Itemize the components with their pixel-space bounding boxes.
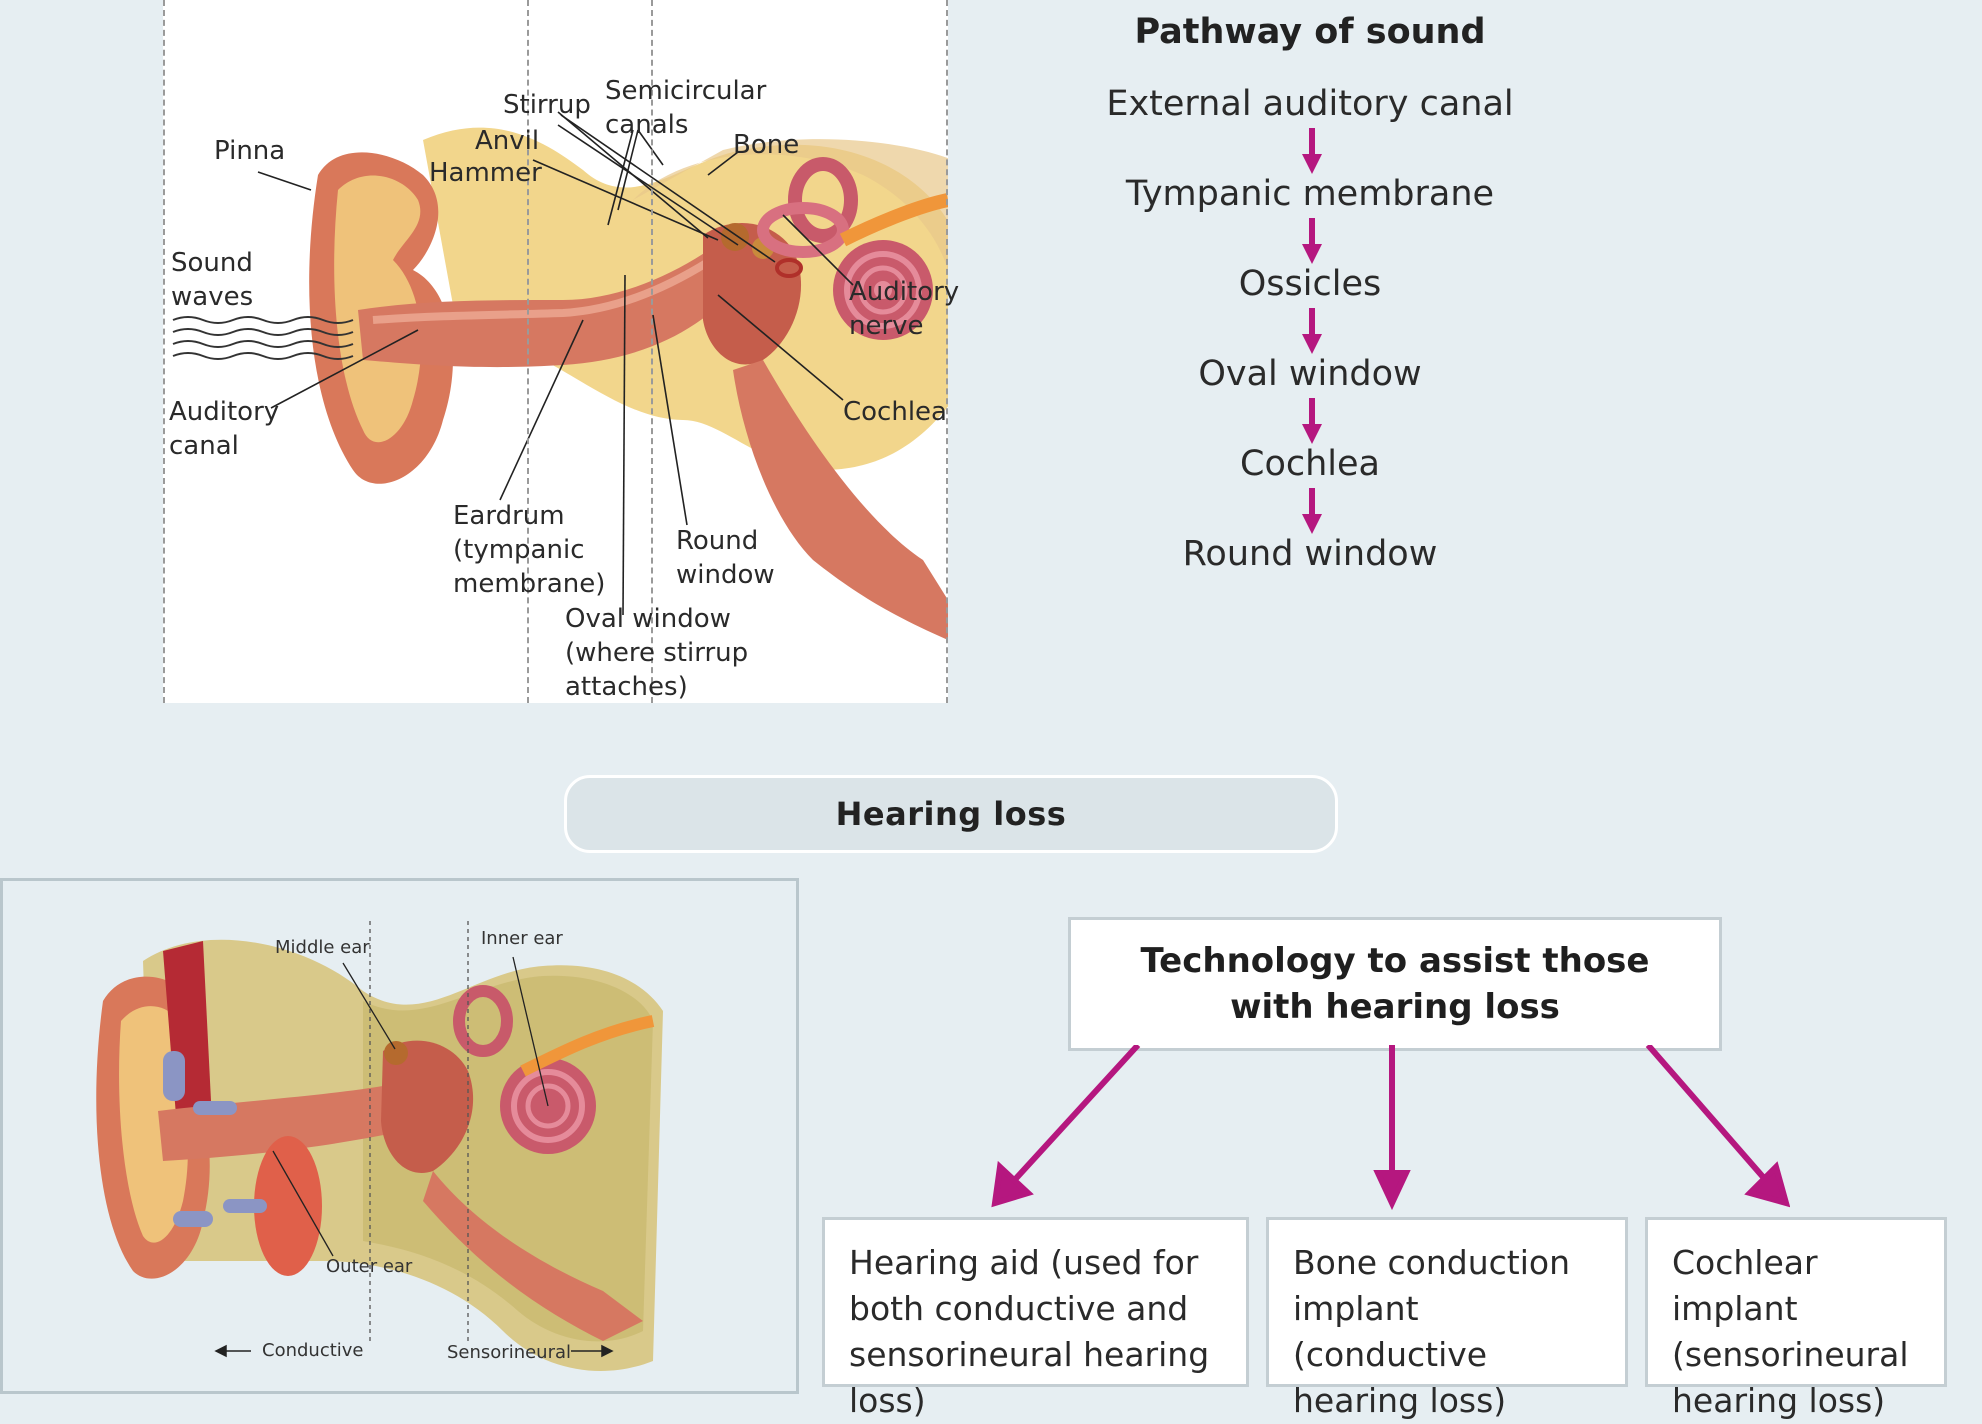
arrow-down-icon — [1302, 398, 1322, 444]
canal-highlight — [372, 258, 711, 324]
label-oval-window: Oval window (where stirrup attaches) — [565, 604, 749, 702]
eustachian-tube — [423, 1171, 643, 1341]
technology-heading-box: Technology to assist those with hearing … — [1068, 917, 1722, 1051]
region-arrows — [214, 1344, 614, 1358]
cochlea-spiral-2 — [858, 265, 908, 315]
ossicle — [384, 1041, 408, 1065]
arrow-down-icon — [1302, 128, 1322, 174]
label-middle-ear: Middle ear — [275, 937, 370, 958]
cochlea-spiral-2 — [525, 1083, 571, 1129]
ear-anatomy-illustration — [172, 111, 953, 640]
cochlea-spiral-1 — [511, 1069, 585, 1143]
label-semicircular-canals: Semicircular canals — [605, 76, 767, 140]
pathway-step: Cochlea — [1240, 444, 1380, 484]
pathway-step: Tympanic membrane — [1125, 174, 1495, 214]
region-dividers — [369, 921, 469, 1341]
label-anvil: Anvil — [475, 126, 540, 156]
hearing-loss-heading: Hearing loss — [564, 775, 1338, 853]
cochlea-spiral-1 — [844, 251, 922, 329]
semicircular-canals — [453, 985, 513, 1057]
dashed-divider-left — [163, 0, 165, 703]
label-sensorineural: Sensorineural — [447, 1342, 572, 1363]
dashed-divider-right — [946, 0, 948, 703]
label-outer-ear: Outer ear — [326, 1256, 413, 1277]
technology-arrows — [991, 1045, 1790, 1211]
technology-item-bone-conduction: Bone conduction implant (conductive hear… — [1266, 1217, 1628, 1420]
leader-lines — [257, 111, 854, 616]
hearing-loss-diagram-panel: Middle ear Inner ear Outer ear Conductiv… — [0, 878, 799, 1394]
eustachian-tube — [733, 360, 948, 640]
arrow-down-icon — [1302, 308, 1322, 354]
arrow-down-icon — [1302, 488, 1322, 534]
label-eardrum: Eardrum (tympanic membrane) — [453, 501, 606, 599]
technology-item-cochlear-implant: Cochlear implant (sensorineural hearing … — [1645, 1217, 1947, 1420]
label-bone: Bone — [733, 130, 800, 160]
middle-ear-cavity — [381, 1040, 474, 1173]
cartilage-spots — [163, 1051, 267, 1227]
auditory-canal-shape — [358, 240, 743, 368]
arrow-down-icon — [1302, 218, 1322, 264]
bottom-leader-lines — [272, 956, 549, 1257]
technology-title-line: with hearing loss — [1230, 987, 1560, 1027]
label-sound-waves: Sound waves — [171, 248, 254, 312]
label-stirrup: Stirrup — [503, 90, 591, 120]
label-hammer: Hammer — [429, 158, 542, 188]
label-auditory-nerve: Auditory nerve — [849, 277, 960, 341]
dashed-divider-middle — [527, 0, 529, 703]
pathway-title: Pathway of sound — [1134, 12, 1486, 52]
middle-ear-cavity — [703, 223, 802, 365]
outer-ear-pinna-inner — [119, 1006, 188, 1243]
semicircular-canal-1 — [788, 157, 858, 243]
auditory-nerve-shape — [839, 193, 950, 247]
sound-waves-graphic — [172, 316, 354, 360]
semicircular-canal-2 — [757, 202, 849, 258]
pathway-step: Oval window — [1198, 354, 1422, 394]
hearing-loss-illustration — [96, 921, 663, 1371]
cochlea-center — [874, 281, 892, 299]
pathway-step: Round window — [1182, 534, 1438, 574]
label-inner-ear: Inner ear — [481, 928, 563, 949]
auditory-nerve — [520, 1015, 655, 1077]
pathway-step: External auditory canal — [1106, 84, 1514, 124]
label-conductive: Conductive — [262, 1340, 364, 1361]
earlobe-swelling — [254, 1136, 322, 1276]
ossicle-stirrup — [775, 258, 803, 278]
technology-item-hearing-aid: Hearing aid (used for both conductive an… — [822, 1217, 1249, 1420]
label-cochlea: Cochlea — [843, 397, 947, 427]
bone-shade — [633, 139, 953, 300]
label-round-window: Round window — [676, 526, 775, 590]
label-pinna: Pinna — [214, 136, 286, 166]
technology-title-line: Technology to assist those — [1140, 941, 1650, 981]
label-auditory-canal: Auditory canal — [169, 397, 280, 461]
dashed-divider-inner — [651, 0, 653, 703]
pathway-step: Ossicles — [1238, 264, 1382, 304]
ear-anatomy-diagram: Pinna Sound waves Auditory canal Stirrup… — [163, 0, 959, 703]
